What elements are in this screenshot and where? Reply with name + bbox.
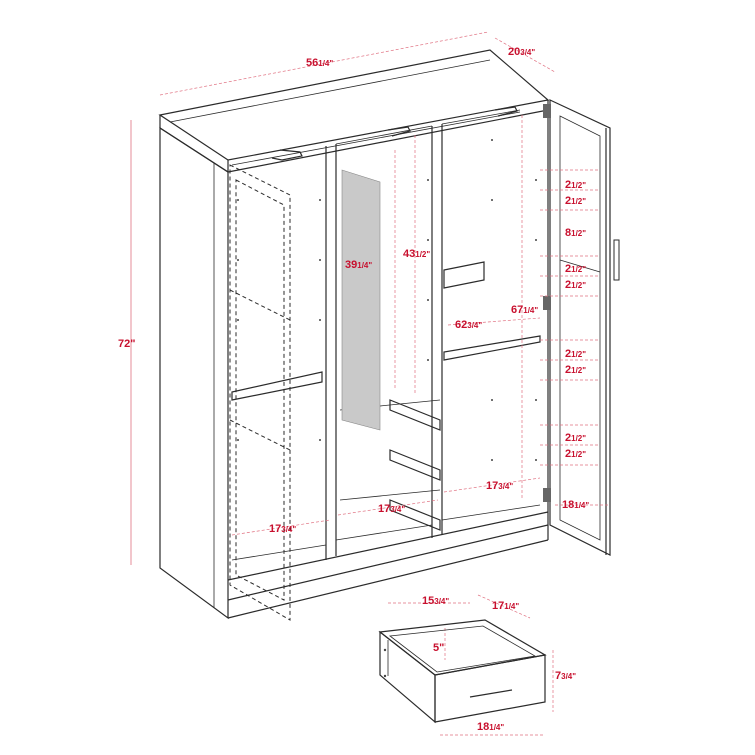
- dim-shelf-spacing: 21/2": [565, 263, 586, 275]
- drawer-detail: [378, 619, 547, 724]
- right-door: [543, 99, 620, 556]
- dim-shelf-spacing: 21/2": [565, 348, 586, 360]
- dim-center-clear: 431/2": [403, 248, 430, 260]
- dim-shelf-spacing: 21/2": [565, 179, 586, 191]
- dim-drawer-width: 153/4": [422, 595, 449, 607]
- mirror-panel: [341, 169, 381, 431]
- dim-shelf-spacing: 21/2": [565, 364, 586, 376]
- dim-drawer-height: 73/4": [555, 670, 576, 682]
- dim-center-depth: 173/4": [378, 503, 405, 515]
- dim-shelf-spacing: 21/2": [565, 195, 586, 207]
- dim-right-depth: 173/4": [486, 480, 513, 492]
- dim-mirror: 391/4": [345, 259, 372, 271]
- dim-height: 72": [118, 338, 135, 350]
- dim-door-width: 181/4": [562, 499, 589, 511]
- dim-shelf-spacing: 21/2": [565, 279, 586, 291]
- dim-right-inner: 671/4": [511, 304, 538, 316]
- dimension-lines: [130, 31, 610, 736]
- left-door-dashed: [229, 164, 291, 621]
- dim-shelf-spacing: 81/2": [565, 227, 586, 239]
- dim-drawer-inner-height: 5": [433, 642, 444, 654]
- dim-depth: 203/4": [508, 46, 535, 58]
- dim-right-clear: 623/4": [455, 319, 482, 331]
- shelf-pin-holes: [237, 139, 537, 461]
- dim-left-depth: 173/4": [269, 523, 296, 535]
- dim-drawer-depth: 171/4": [492, 600, 519, 612]
- wardrobe-cabinet: [158, 49, 550, 620]
- dim-shelf-spacing: 21/2": [565, 448, 586, 460]
- dim-width: 561/4": [306, 57, 333, 69]
- dim-shelf-spacing: 21/2": [565, 432, 586, 444]
- dim-drawer-front-width: 181/4": [477, 721, 504, 733]
- dimension-labels: 561/4" 203/4" 72" 391/4" 431/2" 623/4" 6…: [118, 46, 589, 733]
